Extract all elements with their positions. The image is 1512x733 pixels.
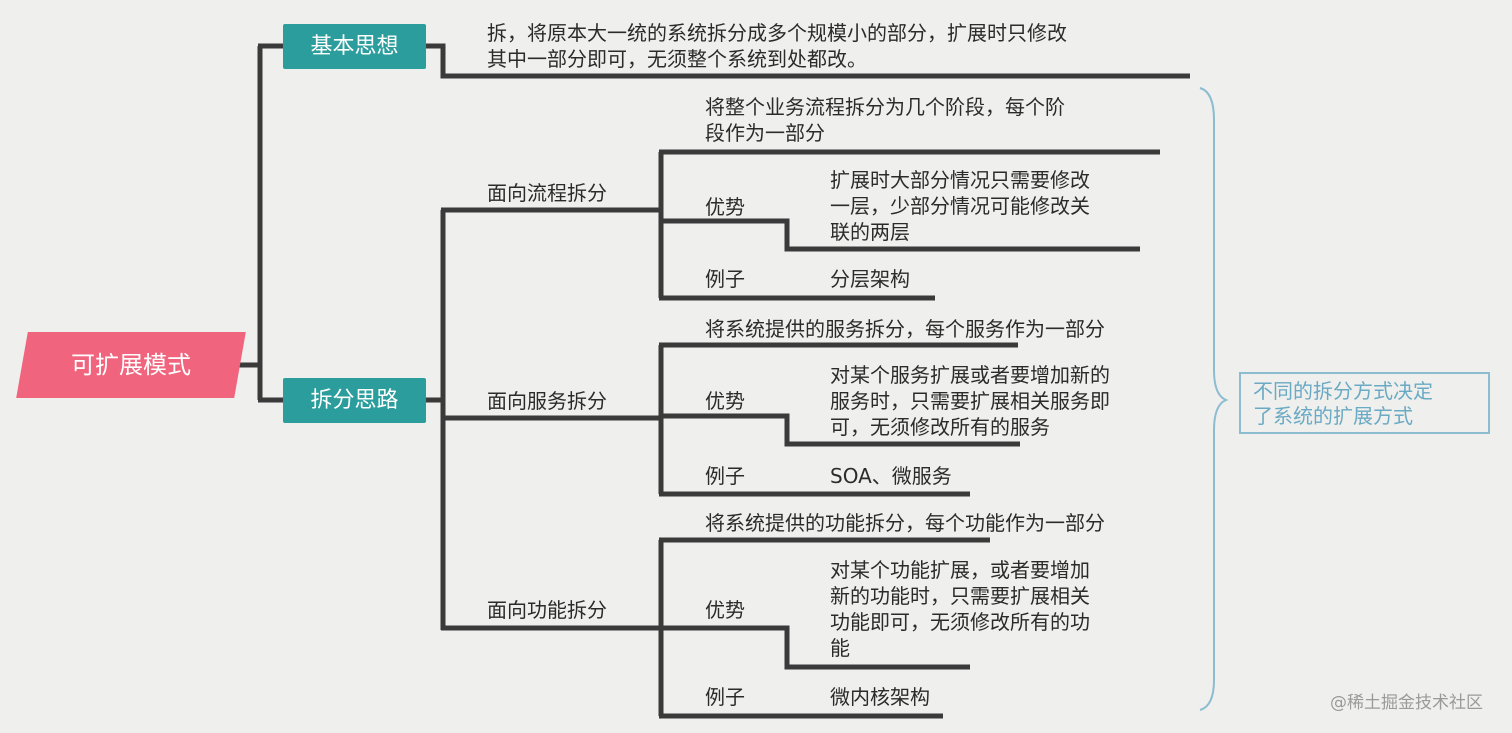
split-connector: [426, 207, 661, 631]
function-example-label: 例子: [705, 685, 745, 709]
summary-note: 不同的拆分方式决定 了系统的扩展方式: [1239, 372, 1490, 434]
function-connector: [658, 537, 990, 719]
service-example-text: SOA、微服务: [830, 464, 952, 488]
service-example-label: 例子: [705, 464, 745, 488]
service-connector: [658, 342, 1020, 497]
service-adv-text: 对某个服务扩展或者要增加新的 服务时，只需要扩展相关服务即 可，无须修改所有的服…: [830, 363, 1110, 439]
flow-connector: [658, 149, 1160, 301]
flow-desc: 将整个业务流程拆分为几个阶段，每个阶 段作为一部分: [705, 95, 1065, 145]
split-approach-node[interactable]: 拆分思路: [283, 378, 426, 423]
brace: [1199, 87, 1229, 711]
basic-connector: [426, 43, 1190, 79]
function-adv-label: 优势: [705, 598, 745, 622]
function-desc: 将系统提供的功能拆分，每个功能作为一部分: [705, 511, 1105, 535]
basic-idea-text: 拆，将原本大一统的系统拆分成多个规模小的部分，扩展时只修改 其中一部分即可，无须…: [487, 21, 1067, 71]
basic-idea-node[interactable]: 基本思想: [283, 24, 426, 69]
service-desc: 将系统提供的服务拆分，每个服务作为一部分: [705, 317, 1105, 341]
flow-split-node[interactable]: 面向流程拆分: [487, 181, 607, 205]
service-split-node[interactable]: 面向服务拆分: [487, 389, 607, 413]
flow-adv-label: 优势: [705, 195, 745, 219]
service-adv-label: 优势: [705, 389, 745, 413]
function-split-node[interactable]: 面向功能拆分: [487, 598, 607, 622]
root-connector: [228, 43, 283, 403]
flow-example-text: 分层架构: [830, 267, 910, 291]
watermark: @稀土掘金技术社区: [1330, 693, 1483, 713]
flow-adv-text: 扩展时大部分情况只需要修改 一层，少部分情况可能修改关 联的两层: [830, 168, 1090, 244]
function-example-text: 微内核架构: [830, 685, 930, 709]
flow-example-label: 例子: [705, 267, 745, 291]
root-node[interactable]: 可扩展模式: [71, 351, 191, 379]
function-adv-text: 对某个功能扩展，或者要增加 新的功能时，只需要扩展相关 功能即可，无须修改所有的…: [830, 558, 1090, 660]
